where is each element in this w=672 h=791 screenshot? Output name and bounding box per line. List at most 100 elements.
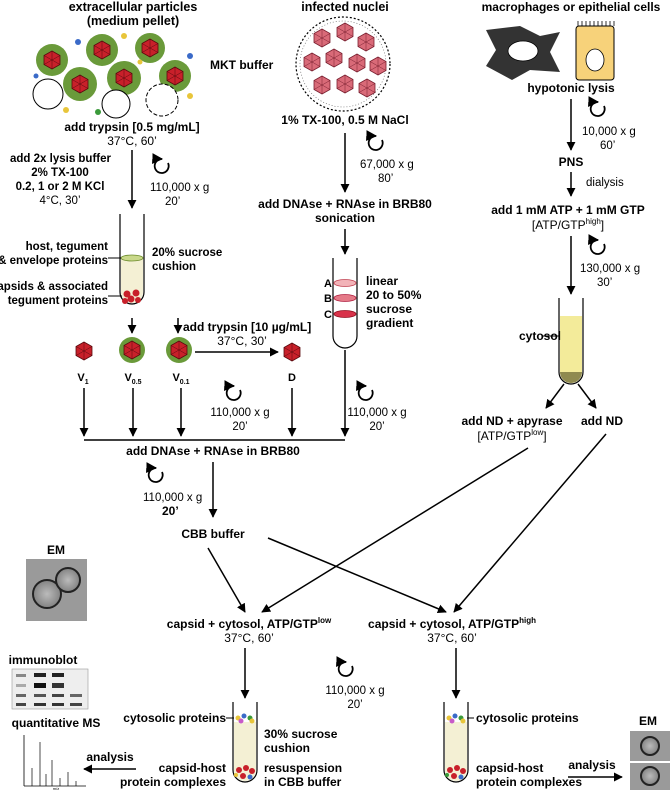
complexes-right-2: protein complexes — [476, 775, 582, 789]
atp-step: add 1 mM ATP + 1 mM GTP — [491, 203, 644, 217]
complexes-right-1: capsid-host — [476, 761, 543, 775]
host-proteins-label-1: host, tegument — [26, 241, 109, 253]
col2-spin2-speed: 110,000 x g — [347, 407, 406, 419]
trypsin2-conditions: 37°C, 30’ — [217, 334, 267, 348]
col2-heading: infected nuclei — [301, 0, 389, 14]
lysis-step-3: 0.2, 1 or 2 M KCl — [16, 181, 105, 193]
col1-spin2-speed: 110,000 x g — [210, 407, 269, 419]
col1-subheading: (medium pellet) — [87, 14, 179, 28]
trypsin2-step: add trypsin [10 µg/mL] — [183, 320, 311, 334]
pns-label: PNS — [559, 155, 584, 169]
col3-heading: macrophages or epithelial cells — [482, 0, 661, 14]
capsid-v01-icon — [166, 337, 192, 363]
gradient-label-3: sucrose — [366, 302, 412, 316]
infected-nucleus-icon — [295, 16, 391, 112]
assay-high-label: capsid + cytosol, ATP/GTPhigh — [368, 616, 536, 631]
em-image-right-2 — [630, 763, 670, 790]
em-image-left — [26, 559, 87, 621]
col1-spin-speed: 110,000 x g — [150, 182, 209, 194]
nd-step: add ND — [581, 414, 623, 428]
resuspension-1: resuspension — [264, 761, 342, 775]
em-right-label: EM — [639, 714, 657, 728]
col3-spin-time: 60’ — [600, 140, 615, 152]
analysis-left-label: analysis — [86, 750, 134, 764]
capsid-v1-icon — [75, 341, 93, 361]
em-left-label: EM — [47, 543, 65, 557]
col3-centrifuge-icon — [588, 96, 606, 117]
atp-high-label: [ATP/GTPhigh] — [532, 217, 604, 232]
merge-spin-time: 20’ — [162, 504, 179, 518]
merge-centrifuge-icon — [146, 462, 164, 483]
immunoblot-label: immunoblot — [9, 653, 78, 667]
complexes-left-2: protein complexes — [120, 775, 226, 789]
col2-dnase: add DNAse + RNAse in BRB80 — [258, 197, 432, 211]
col2-centrifuge-icon — [366, 130, 384, 151]
col1-centrifuge-icon-2 — [224, 380, 242, 401]
macrophage-icon — [486, 26, 560, 80]
trypsin-step: add trypsin [0.5 mg/mL] — [64, 120, 199, 134]
col1-heading: extracellular particles — [69, 0, 198, 14]
assay-high-conditions: 37°C, 60’ — [427, 631, 477, 645]
quantitative-ms-label: quantitative MS — [12, 716, 101, 730]
cushion-label-2: cushion — [152, 261, 196, 273]
lysis-step-2: 2% TX-100 — [31, 167, 89, 179]
col3-spin-speed: 10,000 x g — [582, 126, 636, 138]
hypotonic-lysis: hypotonic lysis — [527, 81, 615, 95]
gradient-label-4: gradient — [366, 316, 413, 330]
host-proteins-label-2: & envelope proteins — [0, 255, 108, 267]
cytosolic-proteins-right: cytosolic proteins — [476, 711, 579, 725]
analysis-right-label: analysis — [568, 758, 616, 772]
col1-spin-time: 20’ — [165, 196, 180, 208]
assay-low-conditions: 37°C, 60’ — [224, 631, 274, 645]
atp-low-label: [ATP/GTPlow] — [477, 428, 546, 443]
cushion30-label-2: cushion — [264, 741, 310, 755]
gradient-label-1: linear — [366, 274, 398, 288]
centrifuge-icon — [152, 153, 170, 174]
cbb-buffer-label: CBB buffer — [181, 527, 245, 541]
col3-spin2-time: 30’ — [597, 277, 612, 289]
band-a-label: A — [324, 278, 332, 290]
col1-spin2-time: 20’ — [232, 421, 247, 433]
sucrose-cushion-tube — [119, 214, 145, 305]
complexes-left-1: capsid-host — [159, 761, 226, 775]
assay-spin-speed: 110,000 x g — [325, 685, 384, 697]
capsids-label-1: capsids & associated — [0, 281, 108, 293]
d-label: D — [288, 372, 296, 384]
lysis-step-4: 4°C, 30’ — [39, 195, 80, 207]
sucrose-gradient-tube — [332, 258, 358, 349]
gradient-label-2: 20 to 50% — [366, 288, 422, 302]
col3-spin2-speed: 130,000 x g — [580, 263, 640, 275]
cytosolic-proteins-left: cytosolic proteins — [123, 711, 226, 725]
assay-centrifuge-icon — [336, 656, 354, 677]
cushion-label-1: 20% sucrose — [152, 247, 222, 259]
mkt-buffer-label: MKT buffer — [210, 58, 274, 72]
assay-spin-time: 20’ — [347, 699, 362, 711]
col2-sonication: sonication — [315, 211, 375, 225]
merge-spin-speed: 110,000 x g — [143, 492, 202, 504]
dialysis-label: dialysis — [586, 177, 624, 189]
ms-spectrum-image — [23, 735, 86, 787]
cushion30-label-1: 30% sucrose — [264, 727, 338, 741]
assay-tube-low — [232, 702, 258, 783]
capsid-v05-icon — [119, 337, 145, 363]
trypsin-conditions: 37°C, 60’ — [107, 134, 157, 148]
ms-axis-label: m/z — [53, 786, 59, 791]
col2-centrifuge-icon-2 — [356, 380, 374, 401]
band-c-label: C — [324, 309, 332, 321]
extracellular-particles-icon — [32, 33, 193, 119]
v01-label: V0.1 — [172, 372, 189, 386]
cytosol-label: cytosol — [519, 329, 561, 343]
col2-spin2-time: 20’ — [369, 421, 384, 433]
col2-spin-time: 80’ — [378, 173, 393, 185]
immunoblot-image — [11, 668, 89, 710]
resuspension-2: in CBB buffer — [264, 775, 342, 789]
v1-label: V1 — [77, 372, 88, 386]
col2-spin-speed: 67,000 x g — [360, 159, 414, 171]
band-b-label: B — [324, 293, 332, 305]
col3-centrifuge-icon-2 — [588, 234, 606, 255]
em-image-right-1 — [630, 731, 670, 761]
assay-tube-high — [443, 702, 469, 783]
capsid-d-icon — [283, 342, 301, 362]
cytosol-tube — [558, 298, 584, 385]
